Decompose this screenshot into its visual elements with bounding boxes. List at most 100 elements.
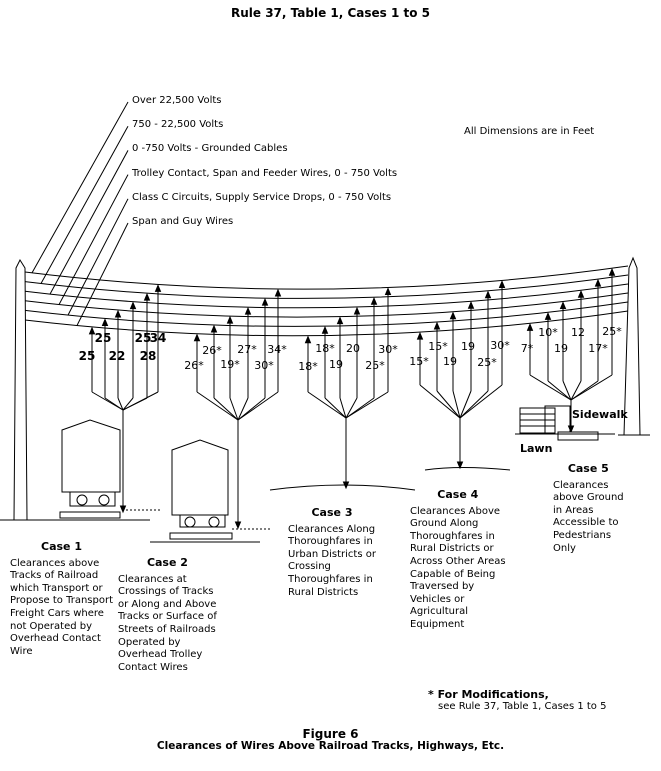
case-description-line: or Along and Above <box>118 598 217 610</box>
clearance-value: 18* <box>298 360 318 373</box>
arrow-icon <box>261 297 269 306</box>
case-1-clearance-fan <box>88 284 162 514</box>
case-description-line: Tracks of Railroad <box>10 570 99 582</box>
case-description-line: Operated by <box>118 636 181 648</box>
case-description-line: Crossings of Tracks <box>118 586 214 598</box>
fan-leg <box>324 397 347 419</box>
arrow-icon <box>370 296 378 305</box>
case-3-clearance-fan <box>304 287 392 490</box>
fan-leg <box>547 380 572 401</box>
arrow-icon <box>234 521 242 530</box>
fan-leg <box>339 397 347 419</box>
ground-case-4 <box>424 467 511 471</box>
clearance-value: 30* <box>490 339 510 352</box>
fan-leg <box>452 390 461 419</box>
fan-leg <box>237 391 279 421</box>
arrow-icon <box>484 290 492 299</box>
fan-leg <box>345 391 389 419</box>
case-title: Case 3 <box>311 506 353 519</box>
wire-label: 750 - 22,500 Volts <box>132 119 224 131</box>
arrow-icon <box>119 505 127 514</box>
fan-leg <box>419 384 461 419</box>
arrow-icon <box>544 312 552 320</box>
arrow-icon <box>467 300 475 309</box>
arrow-icon <box>274 288 282 297</box>
fan-leg <box>436 390 461 419</box>
fan-leg <box>213 397 239 421</box>
clearance-value: 10* <box>538 326 558 339</box>
clearance-value: 17* <box>588 342 608 355</box>
arrow-icon <box>433 321 441 330</box>
case-5-clearance-fan <box>526 267 616 434</box>
fan-leg <box>307 391 347 419</box>
case-description-line: not Operated by <box>10 620 93 632</box>
clearance-value: 25 <box>95 331 112 345</box>
wire-label: 0 -750 Volts - Grounded Cables <box>132 143 288 155</box>
case-description-line: Clearances Along <box>288 523 376 535</box>
fan-leg <box>237 397 249 421</box>
case-2-clearance-fan <box>193 288 282 530</box>
modifications-reference: see Rule 37, Table 1, Cases 1 to 5 <box>438 701 607 712</box>
case-description-line: Equipment <box>410 618 465 630</box>
wire-label-pointer <box>40 125 129 284</box>
clearance-value: 20 <box>346 342 360 355</box>
modifications-note: * For Modifications, <box>428 688 549 701</box>
clearance-value: 18* <box>315 342 335 355</box>
figure-caption: Clearances of Wires Above Railroad Track… <box>156 740 505 752</box>
arrow-icon <box>456 461 464 470</box>
arrow-icon <box>304 335 312 344</box>
fence-and-sidewalk-case-5 <box>515 405 650 441</box>
clearance-value: 25 <box>135 331 152 345</box>
fan-leg <box>196 391 239 421</box>
wire-label: Span and Guy Wires <box>132 216 234 227</box>
wire-label-pointer <box>76 222 129 326</box>
dimension-note: All Dimensions are in Feet <box>464 126 595 137</box>
clearance-value: 25* <box>477 356 497 369</box>
arrow-icon <box>577 290 585 298</box>
arrow-icon <box>101 318 109 326</box>
case-description-line: Overhead Contact <box>10 633 101 645</box>
clearance-value: 19 <box>329 358 343 371</box>
case-description-line: Rural Districts or <box>410 543 494 555</box>
fan-leg <box>229 397 239 421</box>
case-description-line: above Ground <box>553 492 624 504</box>
case-description-line: Propose to Transport <box>10 595 114 607</box>
wire-4 <box>24 301 629 327</box>
clearance-value: 28 <box>140 349 157 363</box>
fan-leg <box>570 380 582 401</box>
wire-3 <box>24 292 629 318</box>
clearance-value: 27* <box>237 343 257 356</box>
clearance-value: 26* <box>184 359 204 372</box>
case-description-line: Clearances Above <box>410 505 501 517</box>
case-description-line: Freight Cars where <box>10 607 104 619</box>
arrow-icon <box>154 284 162 292</box>
clearance-value: 19 <box>554 342 568 355</box>
diagram-title: Rule 37, Table 1, Cases 1 to 5 <box>230 6 431 20</box>
lawn-label: Lawn <box>520 442 553 455</box>
fan-leg <box>459 384 503 419</box>
clearance-value: 22 <box>109 349 126 363</box>
fan-leg <box>104 397 124 411</box>
clearance-value: 12 <box>571 326 585 339</box>
arrow-icon <box>336 316 344 325</box>
clearance-value: 19 <box>443 355 457 368</box>
wire-label: Class C Circuits, Supply Service Drops, … <box>132 191 392 203</box>
wire-1 <box>24 274 629 299</box>
case-description-line: Clearances above <box>10 557 100 569</box>
arrow-icon <box>449 311 457 320</box>
arrow-icon <box>353 306 361 315</box>
case-description-line: Across Other Areas <box>410 555 506 567</box>
wire-0 <box>24 265 629 290</box>
case-description-line: Agricultural <box>410 606 468 618</box>
arrow-icon <box>210 324 218 333</box>
case-description-line: in Areas <box>553 504 594 516</box>
case-description-line: Clearances <box>553 479 609 491</box>
road-case-3 <box>269 484 416 491</box>
clearance-value: 26* <box>202 344 222 357</box>
fan-leg <box>117 397 124 411</box>
arrow-icon <box>143 292 151 301</box>
fan-leg <box>345 397 358 419</box>
